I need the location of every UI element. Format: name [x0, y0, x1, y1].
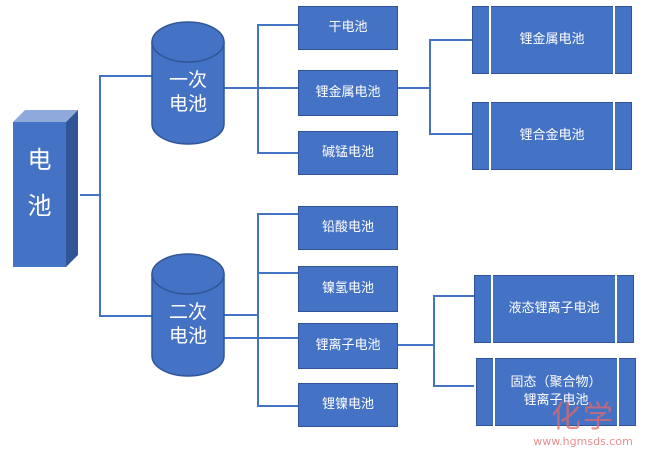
root-char-1: 电: [27, 146, 52, 174]
dry-battery-box: 干电池: [298, 6, 398, 50]
solid-lithium-ion-box: 固态（聚合物） 锂离子电池: [476, 358, 636, 426]
primary-label: 一次 电池: [150, 62, 226, 124]
root-label: 电 池: [13, 138, 66, 229]
secondary-line-2: 电池: [168, 325, 207, 347]
root-block: [13, 110, 78, 267]
secondary-cylinder: [151, 253, 225, 377]
solid-liion-line-2: 锂离子电池: [523, 393, 589, 408]
secondary-line-1: 二次: [168, 301, 207, 324]
liquid-lithium-ion-box: 液态锂离子电池: [474, 275, 634, 343]
primary-line-2: 电池: [168, 93, 207, 115]
lithium-nickel-battery-box: 锂镍电池: [298, 383, 398, 427]
lithium-alloy-type-box: 锂合金电池: [472, 102, 632, 170]
watermark-url: www.hgmsds.com: [533, 435, 633, 448]
lithium-metal-battery-box: 锂金属电池: [298, 70, 398, 116]
root-char-2: 池: [27, 191, 52, 220]
lead-acid-battery-box: 铅酸电池: [298, 206, 398, 250]
lithium-ion-battery-box: 锂离子电池: [298, 323, 398, 369]
secondary-label: 二次 电池: [150, 294, 226, 356]
lithium-metal-type-box: 锂金属电池: [472, 6, 632, 74]
nickel-hydrogen-battery-box: 镍氢电池: [298, 266, 398, 312]
solid-liion-line-1: 固态（聚合物）: [510, 375, 602, 391]
watermark: 化学 www.hgmsds.com: [508, 401, 658, 449]
primary-line-1: 一次: [168, 69, 207, 92]
primary-cylinder: [151, 21, 225, 145]
alkaline-manganese-battery-box: 碱锰电池: [298, 131, 398, 175]
watermark-logo-text: 化学: [551, 400, 615, 435]
